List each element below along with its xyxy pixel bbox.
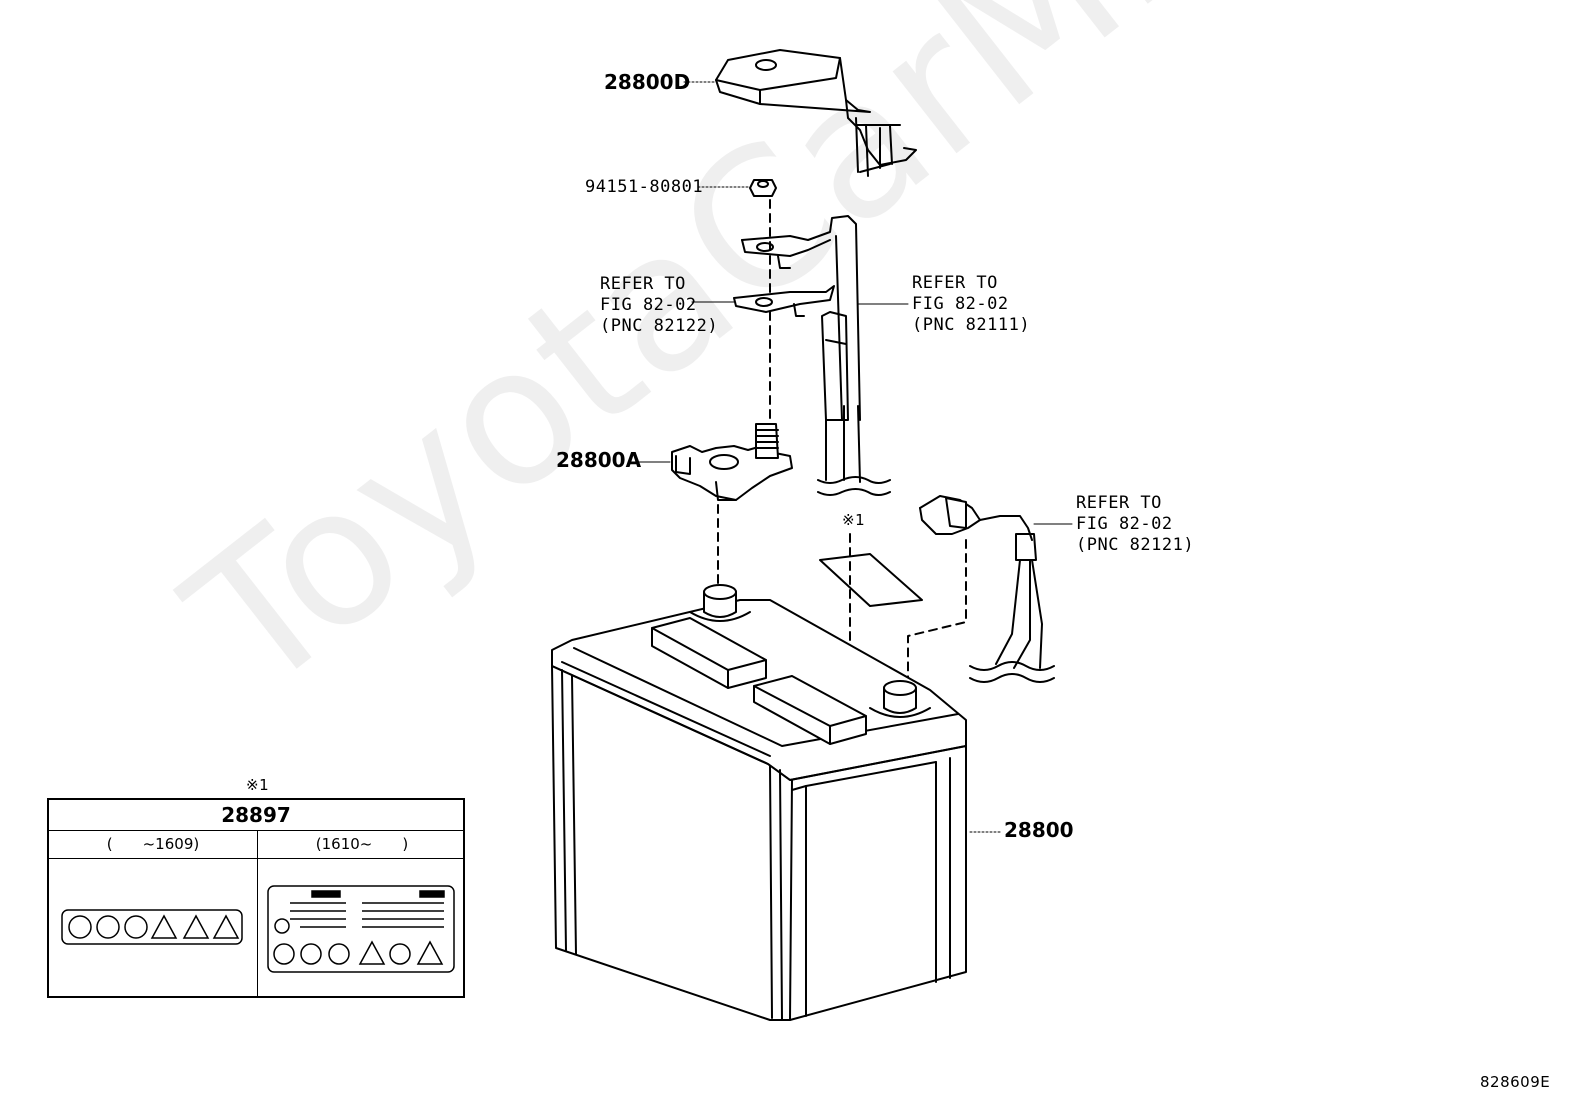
battery-body [551, 584, 967, 1021]
terminal-cover-part [715, 49, 917, 177]
figure-code: 828609E [1480, 1073, 1551, 1091]
refer-82111-line1: REFER TO [912, 273, 998, 293]
table-col-right: (1610~ ) [315, 835, 409, 853]
label-icons-left [61, 909, 243, 945]
note-mark-sticker: ※1 [842, 511, 866, 529]
positive-cable-lug [733, 285, 835, 317]
refer-82121-line1: REFER TO [1076, 493, 1162, 513]
refer-82111-line3: (PNC 82111) [912, 315, 1031, 335]
negative-cable [919, 495, 1055, 683]
refer-82122-line2: FIG 82-02 [600, 295, 697, 315]
part-label-28800D: 28800D [604, 70, 691, 94]
caution-label-table: 28897 ( ~1609) (1610~ ) [47, 798, 465, 998]
refer-82122-line1: REFER TO [600, 274, 686, 294]
table-note-mark: ※1 [246, 776, 270, 794]
refer-82122-line3: (PNC 82122) [600, 316, 719, 336]
table-col-left: ( ~1609) [106, 835, 200, 853]
table-divider [257, 831, 258, 996]
refer-82111-line2: FIG 82-02 [912, 294, 1009, 314]
label-icons-right [267, 885, 455, 973]
part-label-28800A: 28800A [556, 448, 642, 472]
table-date-row: ( ~1609) (1610~ ) [49, 831, 463, 859]
part-label-nut: 94151-80801 [585, 177, 704, 197]
battery-terminal-clamp [671, 423, 793, 501]
nut-part [749, 179, 777, 197]
positive-cable-upper [741, 215, 891, 496]
refer-82121-line2: FIG 82-02 [1076, 514, 1173, 534]
table-part-number: 28897 [49, 800, 463, 831]
refer-82121-line3: (PNC 82121) [1076, 535, 1195, 555]
part-label-28800: 28800 [1004, 818, 1074, 842]
